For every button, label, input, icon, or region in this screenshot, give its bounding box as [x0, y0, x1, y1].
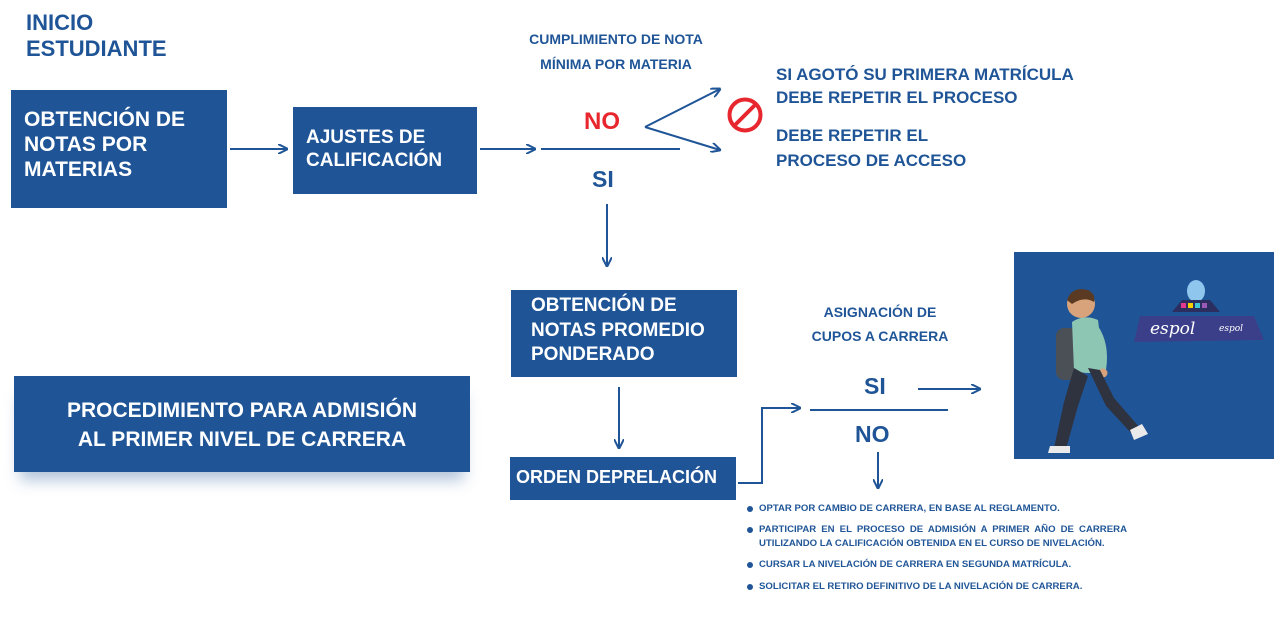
espol-logo-icon: [1134, 280, 1264, 342]
bullet-icon: [747, 583, 753, 590]
node-orden-prelacion: ORDEN DEPRELACIÓN: [510, 457, 736, 500]
decision1-no-label: NO: [584, 108, 620, 135]
procedure-title: PROCEDIMIENTO PARA ADMISIÓN AL PRIMER NI…: [14, 376, 470, 472]
node-promedio-ponderado: OBTENCIÓN DE NOTAS PROMEDIO PONDERADO: [511, 290, 737, 377]
arrow-no-to-primera-matricula: [644, 89, 720, 128]
no-options-list: OPTAR POR CAMBIO DE CARRERA, EN BASE AL …: [747, 502, 1127, 601]
node-obtencion-notas: OBTENCIÓN DE NOTAS POR MATERIAS: [11, 90, 227, 208]
prohibited-icon: [727, 97, 763, 133]
decision2-title: ASIGNACIÓN DE CUPOS A CARRERA: [811, 304, 949, 344]
espol-logo-text: espol: [1150, 319, 1196, 339]
node-ajustes-calificacion: AJUSTES DE CALIFICACIÓN: [293, 107, 477, 194]
student-illustration: espol espol: [1014, 252, 1274, 459]
bullet-icon: [747, 562, 753, 569]
option-item: CURSAR LA NIVELACIÓN DE CARRERA EN SEGUN…: [747, 558, 1127, 571]
bullet-icon: [747, 527, 753, 534]
decision1-title: CUMPLIMIENTO DE NOTA MÍNIMA POR MATERIA: [529, 31, 703, 73]
arrow-prelacion-to-decision2: [738, 408, 800, 484]
decision1-si-label: SI: [592, 166, 614, 192]
arrow-no-to-acceso: [644, 126, 720, 150]
decision2-no-label: NO: [855, 421, 890, 447]
start-label: INICIO ESTUDIANTE: [26, 10, 167, 61]
student-figure: [1048, 289, 1148, 453]
option-item: PARTICIPAR EN EL PROCESO DE ADMISIÓN A P…: [747, 523, 1127, 550]
outcome-proceso-acceso: DEBE REPETIR EL PROCESO DE ACCESO: [776, 126, 967, 170]
decision2-si-label: SI: [864, 373, 886, 399]
option-item: OPTAR POR CAMBIO DE CARRERA, EN BASE AL …: [747, 502, 1127, 515]
option-item: SOLICITAR EL RETIRO DEFINITIVO DE LA NIV…: [747, 580, 1127, 593]
espol-logo-text-small: espol: [1219, 324, 1244, 334]
outcome-primera-matricula: SI AGOTÓ SU PRIMERA MATRÍCULA DEBE REPET…: [776, 65, 1074, 107]
bullet-icon: [747, 506, 753, 512]
